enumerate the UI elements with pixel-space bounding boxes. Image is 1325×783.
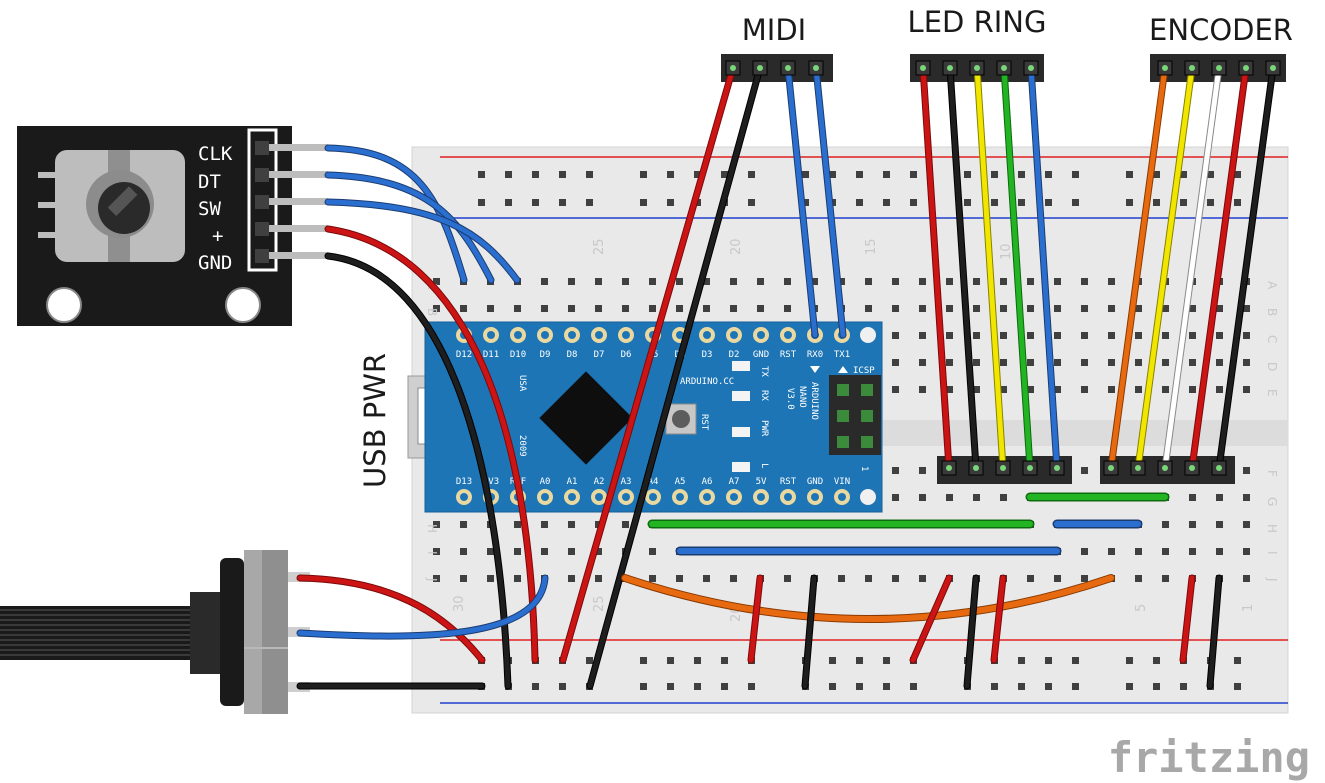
- usa-label: USA: [517, 375, 527, 392]
- bb-row-letter: D: [1265, 362, 1279, 371]
- bb-row-letter: E: [1265, 389, 1279, 397]
- pin-label-top: D11: [483, 350, 499, 360]
- bb-row-letter: I: [425, 551, 439, 555]
- led-label-tx: TX: [759, 366, 769, 377]
- encoder-header-label: ENCODER: [1149, 13, 1293, 47]
- pin-label-top: D3: [702, 350, 713, 360]
- pin-label-bottom: A3: [621, 477, 632, 487]
- pin-label-bottom: A7: [729, 477, 740, 487]
- bb-row-letter: G: [1265, 497, 1279, 506]
- bb-row-letter: B: [1265, 308, 1279, 316]
- icsp-label: ICSP: [853, 366, 875, 376]
- led-label-l: L: [759, 463, 769, 468]
- brand-label: ARDUINO.CC: [680, 377, 734, 387]
- pin-label-top: D12: [456, 350, 472, 360]
- enc-pin-clk: CLK: [198, 143, 233, 165]
- led-label-rx: RX: [759, 390, 769, 401]
- bb-row-letter: J: [425, 577, 439, 582]
- pin-label-top: RST: [780, 350, 797, 360]
- usb-pwr-label: USB PWR: [358, 353, 392, 488]
- bb-row-letter: I: [1265, 551, 1279, 555]
- bb-col-1: 1: [1241, 604, 1256, 612]
- led-label-pwr: PWR: [759, 420, 769, 437]
- pin-label-top: D8: [567, 350, 578, 360]
- pin-label-top: D6: [621, 350, 632, 360]
- model-line-1: ARDUINO: [809, 382, 819, 420]
- pin-label-bottom: VIN: [834, 477, 850, 487]
- bb-row-letter: F: [1265, 470, 1279, 477]
- enc-pin-sw: SW: [198, 198, 221, 220]
- year-label: 2009: [517, 435, 527, 457]
- icsp-pin1: 1: [859, 466, 869, 471]
- bb-row-letter: A: [1265, 281, 1279, 290]
- pin-label-top: D10: [510, 350, 526, 360]
- pin-label-top: D9: [540, 350, 551, 360]
- bb-col-10: 10: [999, 243, 1014, 260]
- pin-label-bottom: 5V: [756, 477, 767, 487]
- pin-label-bottom: A4: [648, 477, 659, 487]
- midi-header-label: MIDI: [742, 13, 806, 47]
- enc-pin-gnd: GND: [198, 252, 232, 274]
- pin-label-bottom: A2: [594, 477, 605, 487]
- pin-label-top: D2: [729, 350, 740, 360]
- enc-pin-plus: +: [212, 225, 223, 247]
- bb-row-letter: B: [425, 308, 439, 316]
- bb-row-letter: C: [1265, 335, 1279, 343]
- pin-label-top: GND: [753, 350, 769, 360]
- model-line-3: V3.0: [785, 388, 795, 410]
- pin-label-bottom: A1: [567, 477, 578, 487]
- bb-col-15: 15: [864, 238, 879, 255]
- bb-row-letter: J: [1265, 577, 1279, 582]
- pin-label-top: D7: [594, 350, 605, 360]
- pin-label-bottom: A5: [675, 477, 686, 487]
- enc-pin-dt: DT: [198, 171, 221, 193]
- pin-label-bottom: 3V3: [483, 477, 499, 487]
- rotary-encoder-module: CLK DT SW + GND: [17, 126, 328, 326]
- rst-label: RST: [699, 414, 709, 431]
- pin-label-bottom: D13: [456, 477, 472, 487]
- bb-col-25: 25: [592, 238, 607, 255]
- pin-label-top: TX1: [834, 350, 850, 360]
- pin-label-bottom: A6: [702, 477, 713, 487]
- bb-row-letter: H: [425, 524, 439, 533]
- potentiometer: [0, 550, 310, 714]
- bb-col-20: 20: [729, 238, 744, 255]
- bb-col-30: 30: [452, 595, 467, 612]
- bb-col-5: 5: [1134, 604, 1149, 612]
- pin-label-top: RX0: [807, 350, 823, 360]
- model-line-2: NANO: [797, 386, 807, 408]
- fritzing-watermark: fritzing: [1108, 733, 1310, 782]
- pin-label-bottom: GND: [807, 477, 823, 487]
- led-ring-header-label: LED RING: [908, 5, 1047, 39]
- wires: [296, 64, 1277, 690]
- bb-row-letter: H: [1265, 524, 1279, 533]
- pin-label-bottom: A0: [540, 477, 551, 487]
- pin-label-bottom: RST: [780, 477, 797, 487]
- bb-col-25b: 25: [592, 595, 607, 612]
